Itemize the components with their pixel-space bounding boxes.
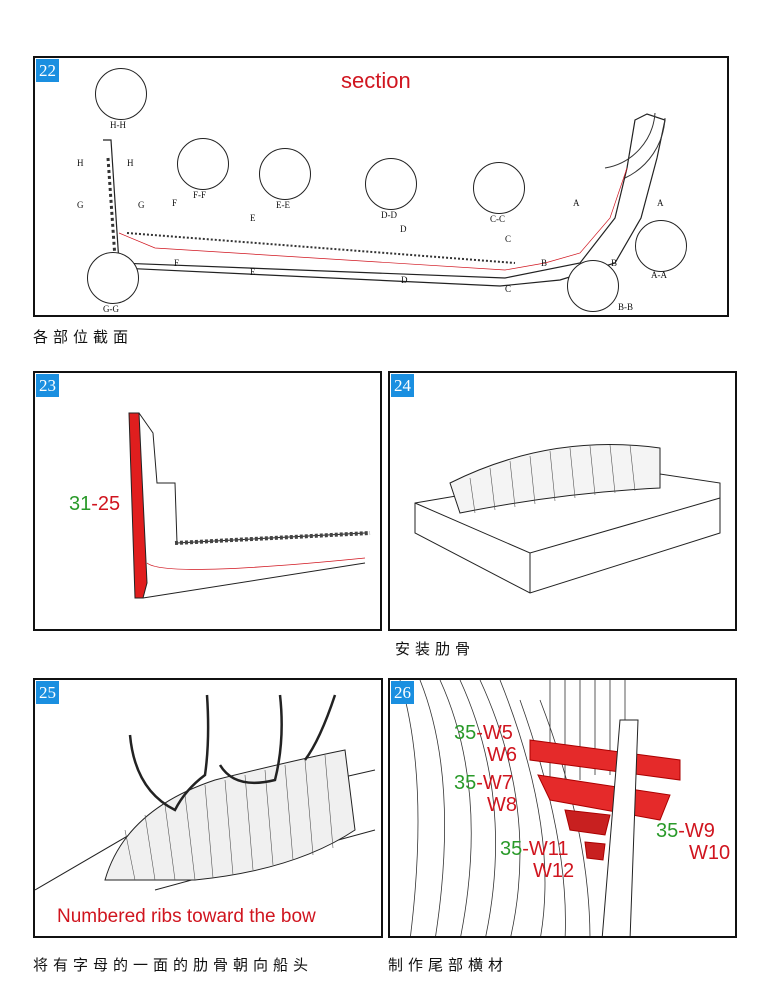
- section-d-d-circle: [365, 158, 417, 210]
- marker-a-right: A: [657, 198, 664, 208]
- marker-f-top: F: [172, 198, 178, 208]
- marker-h-right: H: [127, 158, 134, 168]
- section-title: section: [341, 68, 411, 93]
- step-22-panel: 22 section H-H G-G F-F E-E D-D C-C B-B A…: [33, 56, 729, 317]
- marker-d-bottom: D: [401, 275, 408, 285]
- section-a-a-circle: [635, 220, 687, 272]
- marker-b-right: B: [611, 258, 618, 268]
- section-e-e-circle: [259, 148, 311, 200]
- part-label-35-w7-w8: 35-W7 W8: [454, 772, 517, 816]
- step-number-badge: 22: [36, 59, 59, 82]
- section-b-b-label: B-B: [618, 302, 634, 312]
- section-h-h-circle: [95, 68, 147, 120]
- marker-e-top: E: [250, 213, 256, 223]
- step-number-badge: 26: [391, 681, 414, 704]
- section-d-d-label: D-D: [381, 210, 397, 220]
- step-26-caption: 制作尾部横材: [388, 956, 509, 974]
- section-e-e-label: E-E: [276, 200, 290, 210]
- step-23-panel: 23 31-25: [33, 371, 382, 631]
- section-f-f-circle: [177, 138, 229, 190]
- marker-c-bottom: C: [505, 284, 512, 294]
- step-24-caption: 安装肋骨: [395, 640, 476, 658]
- marker-f-bottom: F: [174, 258, 180, 268]
- marker-e-bottom: E: [250, 267, 256, 277]
- marker-b-left: B: [541, 258, 548, 268]
- section-h-h-label: H-H: [110, 120, 126, 130]
- step-26-panel: 26 35-W5 W6 35-W7 W8 35-W11 W12 35-W9 W1: [388, 678, 737, 938]
- step-25-panel: 25 Numbered ribs toward the bow: [33, 678, 383, 938]
- step-number-badge: 24: [391, 374, 414, 397]
- marker-h-left: H: [77, 158, 84, 168]
- section-c-c-label: C-C: [490, 214, 506, 224]
- marker-g-left: G: [77, 200, 84, 210]
- section-g-g-circle: [87, 252, 139, 304]
- frame-assembly-drawing: [414, 444, 721, 594]
- part-label-35-w9-w10: 35-W9 W10: [656, 820, 731, 864]
- ribs-drawing: [35, 694, 376, 891]
- part-label-35-w5-w6: 35-W5 W6: [454, 722, 517, 766]
- part-label-35-w11-w12: 35-W11 W12: [500, 838, 575, 882]
- marker-d-top: D: [400, 224, 407, 234]
- section-f-f-label: F-F: [193, 190, 207, 200]
- step-number-badge: 25: [36, 681, 59, 704]
- stern-transom-drawing: [399, 680, 681, 936]
- step-number-badge: 23: [36, 374, 59, 397]
- marker-g-right: G: [138, 200, 145, 210]
- section-c-c-circle: [473, 162, 525, 214]
- part-label-31-25: 31-25: [69, 493, 121, 515]
- section-b-b-circle: [567, 260, 619, 312]
- keel-section-drawing: [101, 112, 666, 287]
- step-24-panel: 24: [388, 371, 737, 631]
- ribs-direction-note: Numbered ribs toward the bow: [57, 906, 316, 927]
- marker-a-left: A: [573, 198, 580, 208]
- section-a-a-label: A-A: [651, 270, 667, 280]
- step-22-caption: 各部位截面: [33, 328, 134, 346]
- stern-post-drawing: [128, 412, 371, 599]
- step-25-caption: 将有字母的一面的肋骨朝向船头: [33, 956, 314, 974]
- section-g-g-label: G-G: [103, 304, 119, 314]
- marker-c-top: C: [505, 234, 512, 244]
